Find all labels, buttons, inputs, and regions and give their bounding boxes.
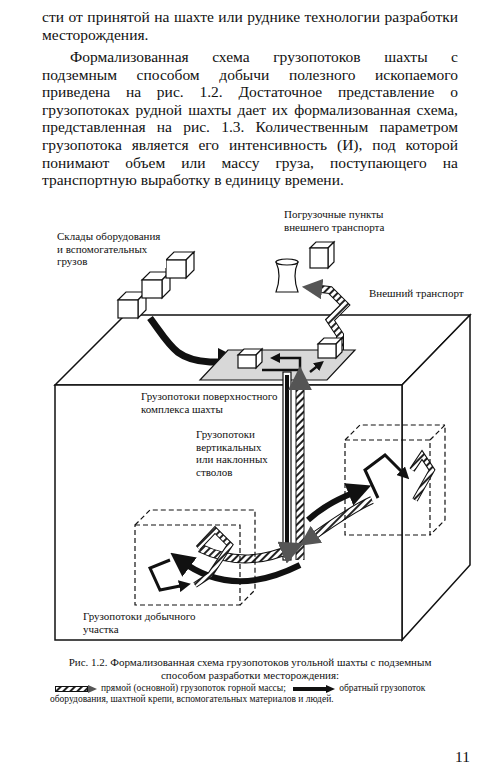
working-section-left-part [135, 525, 240, 605]
warehouse-cubes-part-part [166, 260, 186, 278]
surface-complex [200, 338, 355, 380]
flow-line [293, 687, 326, 691]
mine-block [55, 315, 470, 640]
body-text: Формализованная схема грузопотоков шахты… [42, 48, 458, 189]
working-section-right-part [345, 440, 430, 535]
diagram-label: Склады оборудования и вспомогательных гр… [56, 230, 166, 268]
legend-text: прямой (основной) грузопоток горной масс… [101, 683, 286, 693]
surface-complex-part [238, 355, 256, 368]
working-section-left-part [195, 530, 230, 585]
surface-complex-part [336, 338, 342, 358]
underground-flows-part [200, 548, 293, 559]
body-text: сти от принятой на шахте или руднике тех… [42, 8, 458, 43]
working-section-left-part [150, 560, 185, 590]
mine-block-part [55, 315, 470, 385]
underground-flows-part [200, 548, 293, 559]
flow-line [55, 686, 88, 692]
return-flow-surface-part [150, 318, 232, 362]
working-section-right-part [365, 455, 405, 498]
mine-block-part [55, 385, 402, 640]
legend: прямой (основной) грузопоток горной масс… [50, 683, 455, 705]
working-section-right-part [412, 455, 432, 500]
loading-points [276, 242, 334, 292]
diagram-label: Грузопотоки добычного участка [82, 610, 214, 635]
working-section-left-part [195, 530, 230, 585]
loading-points-part [328, 242, 334, 268]
flow-hatch [56, 687, 87, 691]
working-section-right-part [412, 455, 432, 500]
legend-item: прямой (основной) грузопоток горной масс… [50, 683, 288, 693]
diagram-label: Внешний транспорт [368, 287, 475, 300]
page-number: 11 [455, 748, 485, 766]
flow-arrowhead [326, 685, 335, 693]
shafts-part [285, 375, 289, 552]
underground-flows-part [308, 500, 372, 540]
main-flow-sample [54, 685, 98, 693]
loading-points-part [276, 262, 298, 292]
working-section-right [345, 425, 445, 535]
underground-flows-part [308, 500, 372, 540]
shafts [283, 372, 300, 560]
loading-points-part [276, 259, 298, 265]
shafts-part [297, 378, 304, 560]
main-flow-surface [312, 288, 345, 360]
working-section-left [135, 510, 255, 605]
surface-complex-part [310, 364, 320, 372]
diagram-label: Погрузочные пункты внешнего транспорта [283, 208, 395, 233]
warehouse-cubes-part-part [118, 300, 138, 318]
return-flow-sample [292, 685, 336, 693]
warehouse-cubes-part [166, 252, 194, 278]
shafts-part [296, 378, 305, 560]
diagram-label: Грузопотоки поверхностного комплекса шах… [140, 390, 282, 415]
surface-complex-part [318, 344, 336, 358]
diagram-label: Грузопотоки вертикальных или наклонных с… [195, 428, 281, 478]
shafts-part [283, 372, 291, 560]
working-section-right-part [345, 425, 445, 440]
main-flow-surface-part [312, 288, 345, 360]
working-section-left-part [135, 510, 255, 605]
surface-complex-part [262, 358, 300, 370]
warehouse-cubes-part-part [186, 252, 194, 278]
loading-points-part [310, 248, 328, 268]
return-flow-surface [150, 318, 232, 362]
working-section-right-part [430, 425, 445, 535]
figure-caption: Рис. 1.2. Формализованная схема грузопот… [45, 656, 455, 681]
underground-flows-part [308, 490, 360, 520]
surface-complex-part [256, 349, 262, 368]
mine-block-part [402, 315, 470, 640]
main-flow-surface-part [312, 288, 345, 360]
warehouse-cubes-part-part [142, 280, 162, 298]
flow-arrowhead [88, 685, 97, 693]
